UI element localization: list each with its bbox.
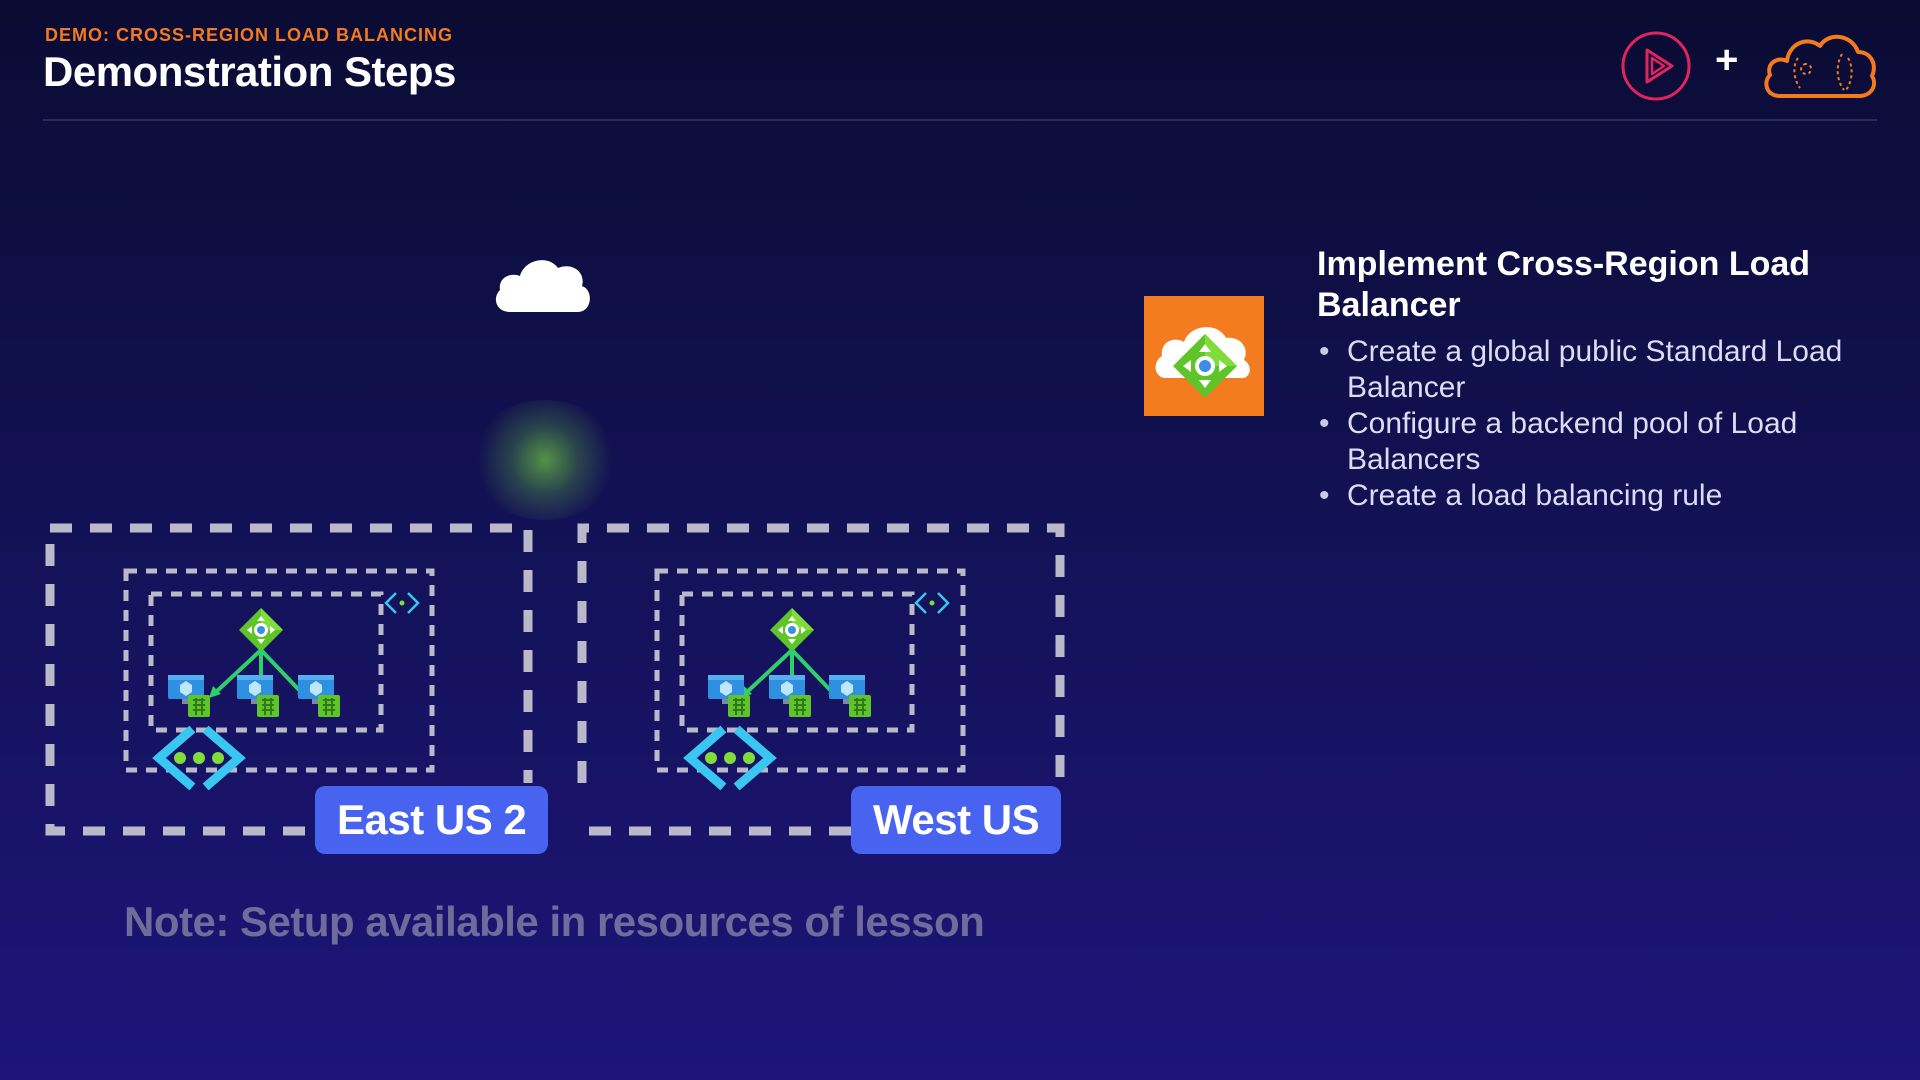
virtual-network-icon — [159, 732, 239, 784]
list-item: • Create a load balancing rule — [1317, 478, 1877, 514]
pluralsight-logo-icon — [1621, 31, 1691, 101]
region-label-west-us: West US — [851, 786, 1062, 854]
region-west-us — [577, 523, 1065, 836]
virtual-network-icon — [690, 732, 770, 784]
cross-region-load-balancer-icon — [1144, 296, 1264, 416]
virtual-machine-icon — [707, 674, 751, 718]
virtual-machine-icon — [167, 674, 211, 718]
bullet-icon: • — [1319, 479, 1330, 512]
brand-logos: + — [1620, 28, 1880, 104]
list-item: • Configure a backend pool of Load Balan… — [1317, 406, 1877, 478]
bullet-icon: • — [1319, 335, 1330, 368]
load-balancer-icon — [770, 608, 814, 652]
cloud-guru-logo-icon — [1764, 35, 1877, 98]
panel-title: Implement Cross-Region Load Balancer — [1317, 245, 1811, 324]
plus-sign: + — [1715, 38, 1739, 82]
region-label-east-us-2: East US 2 — [315, 786, 549, 854]
virtual-machine-icon — [236, 674, 280, 718]
header-divider — [43, 119, 1877, 121]
steps-panel: Implement Cross-Region Load Balancer • C… — [1317, 244, 1877, 514]
steps-list: • Create a global public Standard Load B… — [1317, 334, 1877, 514]
eyebrow-label: DEMO: CROSS-REGION LOAD BALANCING — [45, 25, 453, 45]
virtual-machine-icon — [768, 674, 812, 718]
step-text: Create a load balancing rule — [1347, 479, 1723, 512]
bullet-icon: • — [1319, 407, 1330, 440]
region-diagram — [45, 523, 1065, 836]
setup-note: Note: Setup available in resources of le… — [124, 898, 985, 945]
step-text: Configure a backend pool of Load Balance… — [1347, 407, 1798, 476]
cloud-icon — [495, 260, 590, 312]
list-item: • Create a global public Standard Load B… — [1317, 334, 1877, 406]
virtual-machine-icon — [297, 674, 341, 718]
region-east-us-2 — [45, 523, 533, 836]
traffic-glow — [470, 400, 620, 520]
virtual-machine-icon — [828, 674, 872, 718]
step-text: Create a global public Standard Load Bal… — [1347, 335, 1843, 404]
load-balancer-icon — [239, 608, 283, 652]
page-title: Demonstration Steps — [43, 48, 456, 95]
